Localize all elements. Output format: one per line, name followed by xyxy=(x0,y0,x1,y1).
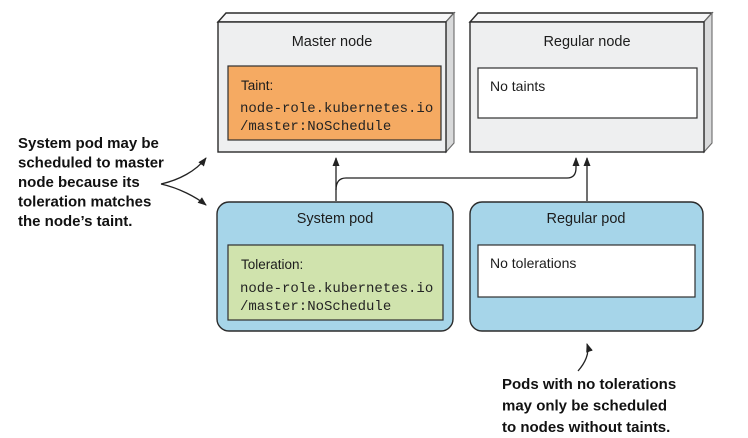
system-pod-title: System pod xyxy=(297,211,374,227)
taint-box xyxy=(227,65,442,141)
toleration-box xyxy=(227,244,444,321)
arrow-annotation-to-regular-pod xyxy=(577,343,593,372)
taint-label: Taint: xyxy=(241,78,273,93)
regular-pod-box: Regular pod No tolerations xyxy=(469,201,704,332)
bottom-annotation-line-1: Pods with no tolerations xyxy=(502,376,676,393)
toleration-value-line2: /master:NoSchedule xyxy=(240,299,391,315)
arrow-annotation-to-master-node xyxy=(160,157,207,185)
no-taints-label: No taints xyxy=(490,78,545,94)
left-annotation-line-4: toleration matches xyxy=(18,194,151,211)
bottom-annotation-line-2: may only be scheduled xyxy=(502,398,667,415)
regular-node-box: Regular node No taints xyxy=(468,11,714,154)
taint-value-line1: node-role.kubernetes.io xyxy=(240,101,433,117)
regular-node-side-face xyxy=(703,11,713,154)
toleration-label: Toleration: xyxy=(241,257,303,272)
left-annotation: System pod may be scheduled to master no… xyxy=(18,135,207,230)
bottom-right-annotation: Pods with no tolerations may only be sch… xyxy=(502,343,676,436)
master-node-side-face xyxy=(445,11,455,154)
left-annotation-line-2: scheduled to master xyxy=(18,155,164,172)
left-annotation-line-5: the node’s taint. xyxy=(18,213,132,230)
arrow-system-pod-to-regular-node xyxy=(335,157,580,191)
bottom-annotation-line-3: to nodes without taints. xyxy=(502,419,670,436)
toleration-value-line1: node-role.kubernetes.io xyxy=(240,281,433,297)
no-taints-box xyxy=(477,67,698,119)
arrow-annotation-to-system-pod xyxy=(160,183,207,206)
left-annotation-line-3: node because its xyxy=(18,174,140,191)
system-pod-box: System pod Toleration: node-role.kuberne… xyxy=(216,201,454,332)
master-node-top-face xyxy=(216,12,456,23)
regular-node-top-face xyxy=(468,12,714,23)
master-node-title: Master node xyxy=(292,34,373,50)
regular-node-title: Regular node xyxy=(543,34,630,50)
no-tolerations-box xyxy=(477,244,696,298)
master-node-box: Master node Taint: node-role.kubernetes.… xyxy=(216,11,456,154)
regular-pod-title: Regular pod xyxy=(547,211,626,227)
left-annotation-line-1: System pod may be xyxy=(18,135,159,152)
no-tolerations-label: No tolerations xyxy=(490,255,576,271)
taint-value-line2: /master:NoSchedule xyxy=(240,119,391,135)
